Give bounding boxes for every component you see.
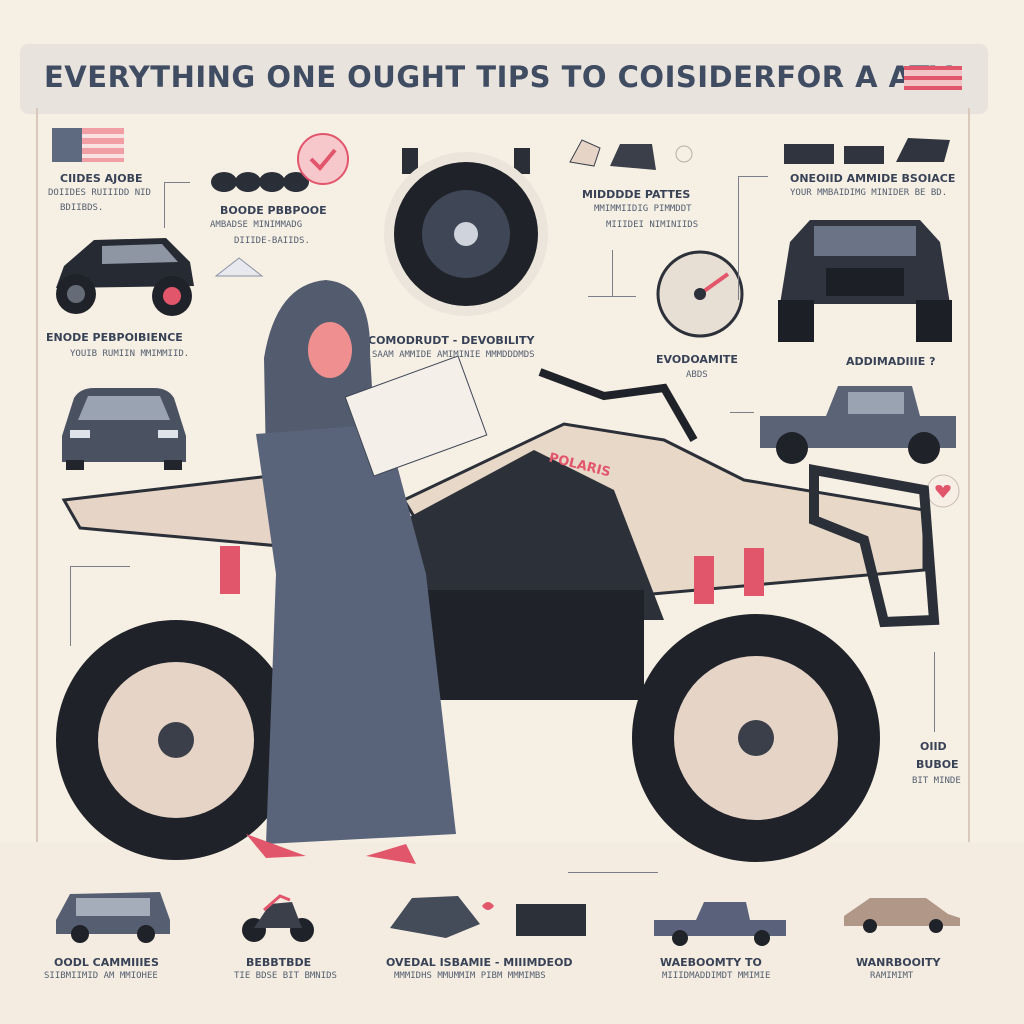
connector-line	[934, 652, 935, 732]
heart-icon	[926, 474, 960, 508]
sub-right-top: YOUR MMBAIDIMG MINIDER BE BD.	[790, 188, 948, 198]
label-mid-top: MIDDDDE PATTES	[582, 188, 691, 201]
atv-illustration	[56, 368, 940, 862]
connector-line	[612, 250, 613, 296]
sub-top-left-2: BDIIBDS.	[60, 203, 104, 213]
motorbike-icon	[242, 894, 314, 942]
sub-bottom-3: MMMIDHS MMUMMIM PIBM MMMIMBS	[394, 971, 546, 981]
minivan-icon	[56, 892, 170, 943]
label-question: ADDIMADIIIE ?	[846, 355, 936, 368]
sub-engine: YOUIB RUMIIN MMIMMIID.	[70, 349, 190, 359]
title-banner	[20, 44, 988, 114]
checkmark-icon	[297, 133, 349, 185]
sub-bottom-1: SIIBMIIMID AM MMIOHEE	[44, 971, 158, 981]
sub-mid-top: MMIMMIIDIG PIMMDDT	[594, 204, 692, 214]
sub-bottom-2: TIE BDSE BIT BMNIDS	[234, 971, 337, 981]
label-bottom-3: OVEDAL ISBAMIE - MIIIMDEOD	[386, 956, 573, 969]
label-top-left: CIIDES AJOBE	[60, 172, 143, 185]
connector-line	[588, 296, 636, 297]
parts-row-icon	[784, 138, 950, 164]
pickup-truck-icon	[760, 386, 956, 464]
label-right-top: ONEOIID AMMIDE BSOIACE	[790, 172, 956, 185]
tires-stack-icon	[211, 172, 309, 192]
woman-figure	[246, 280, 488, 864]
connector-line	[568, 872, 658, 873]
page-title: EVERYTHING ONE OUGHT TIPS TO COISIDERFOR…	[44, 60, 953, 94]
floor	[0, 842, 1024, 1024]
sub-right-side: BIT MINDE	[912, 776, 961, 786]
label-bottom-2: BEBBTBDE	[246, 956, 312, 969]
label-engine: ENODE PEBPOIBIENCE	[46, 331, 183, 344]
sub-bottom-4: MIIIDMADDIMDT MMIMIE	[662, 971, 771, 981]
wheel-closeup-icon	[384, 148, 548, 316]
label-bottom-5: WANRBOOITY	[856, 956, 941, 969]
gear-parts-icon	[390, 896, 586, 938]
connector-line	[70, 566, 130, 567]
label-bottom-1: OODL CAMMIIIES	[54, 956, 159, 969]
label-bottom-4: WAEBOOMTY TO	[660, 956, 762, 969]
sub-top-left: DOIIDES RUIIIDD NID	[48, 188, 151, 198]
connector-line	[738, 176, 739, 300]
label-right-side: OIID	[920, 740, 947, 753]
connector-line	[70, 566, 71, 646]
label-upper-mid: BOODE PBBPOOE	[220, 204, 327, 217]
label-gauge: EVODOAMITE	[656, 353, 738, 366]
connector-line	[164, 182, 165, 228]
utv-icon	[56, 238, 194, 316]
flag-icon	[904, 66, 962, 90]
sub-gauge: ABDS	[686, 370, 708, 380]
connector-line	[730, 412, 754, 413]
truck-front-icon	[778, 220, 952, 342]
sub-mid-top-2: MIIIDEI NIMINIIDS	[606, 220, 699, 230]
tent-icon	[214, 257, 264, 277]
connector-line	[738, 176, 768, 177]
seat-parts-icon	[569, 139, 693, 170]
sedan-small-icon	[844, 898, 960, 933]
sedan-icon	[62, 388, 186, 470]
sub-bottom-5: RAMIMIMT	[870, 971, 914, 981]
sub-upper-mid-2: DIIIDE-BAIIDS.	[234, 236, 310, 246]
label-comfort: COMODRUDT - DEVOBILITY	[368, 334, 535, 347]
connector-line	[164, 182, 190, 183]
pickup-small-icon	[654, 902, 786, 946]
gauge-icon	[656, 250, 744, 338]
sub-upper-mid: AMBADSE MINIMMADG	[210, 220, 303, 230]
flag-badge-icon	[52, 128, 124, 162]
label-right-side-2: BUBOE	[916, 758, 959, 771]
sub-comfort: SAAM AMMIDE AMIMINIE MMMDDDMDS	[372, 350, 535, 360]
